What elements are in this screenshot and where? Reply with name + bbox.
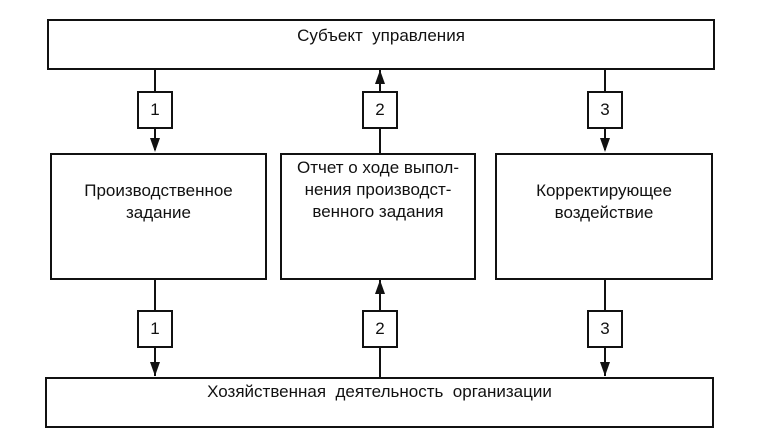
bottom-block-business-activity: Хозяйственная деятельность организации: [45, 377, 714, 428]
channel-2-number-upper: 2: [362, 91, 398, 129]
channel-1-number-upper: 1: [137, 91, 173, 129]
middle-block-production-task: Производственное задание: [50, 153, 267, 280]
middle-block-progress-report: Отчет о ходе выпол- нения производст- ве…: [280, 153, 476, 280]
arrowhead-2-upper: [375, 70, 385, 84]
middle-block-label: Отчет о ходе выпол- нения производст- ве…: [296, 158, 460, 221]
arrowhead-2-lower: [375, 280, 385, 294]
channel-3-number-lower: 3: [587, 310, 623, 348]
middle-block-corrective-action: Корректирующее воздействие: [495, 153, 713, 280]
arrowhead-3-lower: [600, 362, 610, 376]
channel-1-number-lower: 1: [137, 310, 173, 348]
channel-3-number-upper: 3: [587, 91, 623, 129]
top-block-label: Субъект управления: [297, 26, 465, 45]
arrowhead-1-upper: [150, 138, 160, 152]
middle-block-label: Корректирующее воздействие: [536, 181, 672, 222]
arrowhead-3-upper: [600, 138, 610, 152]
bottom-block-label: Хозяйственная деятельность организации: [207, 382, 552, 401]
arrowhead-1-lower: [150, 362, 160, 376]
channel-2-number-lower: 2: [362, 310, 398, 348]
top-block-subject: Субъект управления: [47, 19, 715, 70]
middle-block-label: Производственное задание: [84, 181, 233, 222]
